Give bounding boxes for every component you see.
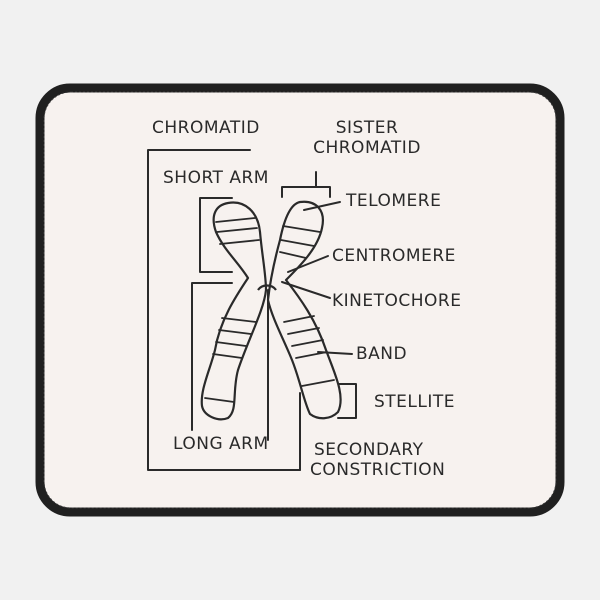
label-telomere: TELOMERE: [346, 191, 442, 211]
label-sister-line2: CHROMATID: [313, 138, 421, 158]
telomere-leader: [303, 201, 341, 211]
band-line: [301, 379, 335, 387]
band-line: [212, 353, 243, 359]
mousepad-stitching: [43, 91, 557, 509]
label-long-arm: LONG ARM: [173, 434, 269, 454]
long-arm-bracket: [191, 282, 233, 431]
band-line: [291, 339, 324, 347]
label-sister-line1: SISTER: [335, 118, 399, 138]
band-line: [221, 317, 257, 323]
chromosome-bands: [204, 217, 335, 403]
band-line: [283, 315, 315, 323]
kinetochore-leader: [281, 281, 331, 299]
centromere-leader: [287, 255, 329, 273]
band-line: [218, 329, 252, 335]
stellite-bracket: [337, 383, 357, 419]
label-centromere: CENTROMERE: [332, 246, 456, 266]
band-line: [215, 341, 247, 347]
band-line: [204, 397, 235, 403]
band-line: [279, 251, 307, 259]
label-secondary-constriction: SECONDARY CONSTRICTION: [310, 440, 445, 480]
label-band: BAND: [356, 344, 408, 364]
label-secondary-line1: SECONDARY: [314, 440, 424, 460]
band-line: [219, 239, 260, 245]
label-secondary-line2: CONSTRICTION: [310, 460, 446, 480]
band-leader: [317, 351, 353, 355]
label-short-arm: SHORT ARM: [163, 168, 269, 188]
left-chromatid: [200, 201, 268, 421]
label-stellite: STELLITE: [374, 392, 455, 412]
label-sister-chromatid: SISTER CHROMATID: [312, 118, 422, 158]
sister-chromatid-bracket: [281, 171, 331, 198]
centromere-pinch: [257, 284, 277, 291]
short-arm-bracket: [199, 197, 233, 273]
band-line: [287, 327, 320, 335]
band-line: [216, 227, 258, 233]
label-kinetochore: KINETOCHORE: [332, 291, 462, 311]
band-line: [215, 217, 256, 223]
label-chromatid: CHROMATID: [152, 118, 260, 138]
band-line: [282, 225, 321, 233]
band-line: [280, 239, 315, 247]
chromatid-bracket: [147, 149, 301, 471]
